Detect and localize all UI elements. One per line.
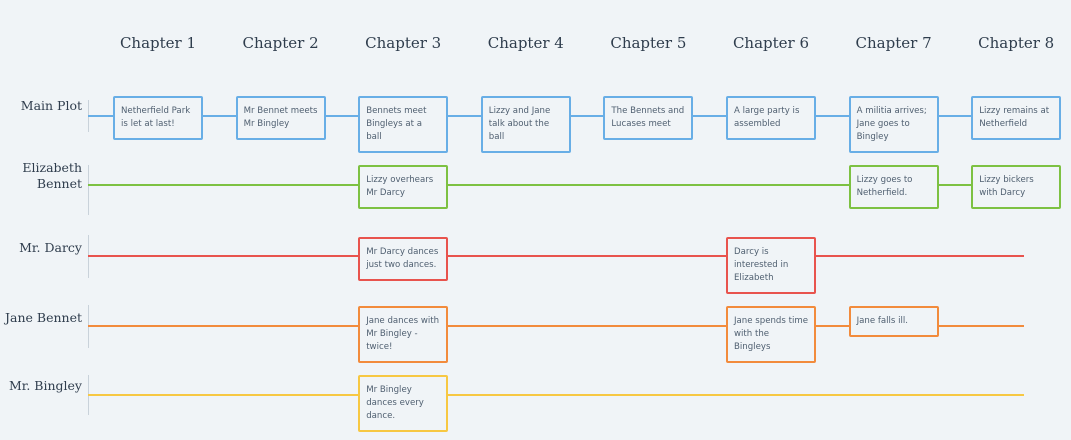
storyline xyxy=(88,394,1024,396)
event-card[interactable]: A militia arrives; Jane goes to Bingley xyxy=(848,96,939,153)
event-card[interactable]: A large party is assembled xyxy=(726,96,816,140)
event-card[interactable]: Lizzy remains at Netherfield xyxy=(971,96,1062,140)
storyline xyxy=(88,325,1024,327)
event-card[interactable]: Darcy is interested in Elizabeth xyxy=(726,237,816,294)
chapter-header: Chapter 8 xyxy=(978,34,1055,52)
event-card[interactable]: Bennets meet Bingleys at a ball xyxy=(358,96,449,153)
event-card[interactable]: The Bennets and Lucases meet xyxy=(603,96,694,140)
row-divider xyxy=(88,165,89,215)
chapter-header: Chapter 6 xyxy=(732,34,810,52)
event-card[interactable]: Mr Bingley dances every dance. xyxy=(358,375,449,432)
event-card[interactable]: Jane falls ill. xyxy=(848,306,939,337)
chapter-header: Chapter 2 xyxy=(242,34,319,52)
event-card[interactable]: Lizzy bickers with Darcy xyxy=(971,165,1062,209)
event-card[interactable]: Jane spends time with the Bingleys xyxy=(726,306,816,363)
event-card[interactable]: Lizzy and Jane talk about the ball xyxy=(480,96,571,153)
row-label: Jane Bennet xyxy=(5,310,82,325)
event-card[interactable]: Lizzy overhears Mr Darcy xyxy=(358,165,449,209)
row-label: Main Plot xyxy=(20,98,82,113)
event-card[interactable]: Mr Darcy dances just two dances. xyxy=(358,237,449,281)
storyline xyxy=(88,184,1024,186)
chapter-header: Chapter 1 xyxy=(119,34,197,52)
storyline xyxy=(88,255,1024,257)
chapter-header: Chapter 5 xyxy=(610,34,687,52)
chapter-header: Chapter 3 xyxy=(365,34,442,52)
event-card[interactable]: Netherfield Park is let at last! xyxy=(113,96,203,140)
storyline-board: Chapter 1 Chapter 2 Chapter 3 Chapter 4 Chap… xyxy=(5,34,1062,432)
event-card[interactable]: Lizzy goes to Netherfield. xyxy=(848,165,939,209)
event-card[interactable]: Jane dances with Mr Bingley - twice! xyxy=(358,306,449,363)
row-label: Mr. Bingley xyxy=(8,378,82,393)
row-label: Mr. Darcy xyxy=(19,240,82,255)
chapter-header: Chapter 4 xyxy=(487,34,564,52)
event-card[interactable]: Mr Bennet meets Mr Bingley xyxy=(235,96,326,140)
chapter-header: Chapter 7 xyxy=(855,34,932,52)
